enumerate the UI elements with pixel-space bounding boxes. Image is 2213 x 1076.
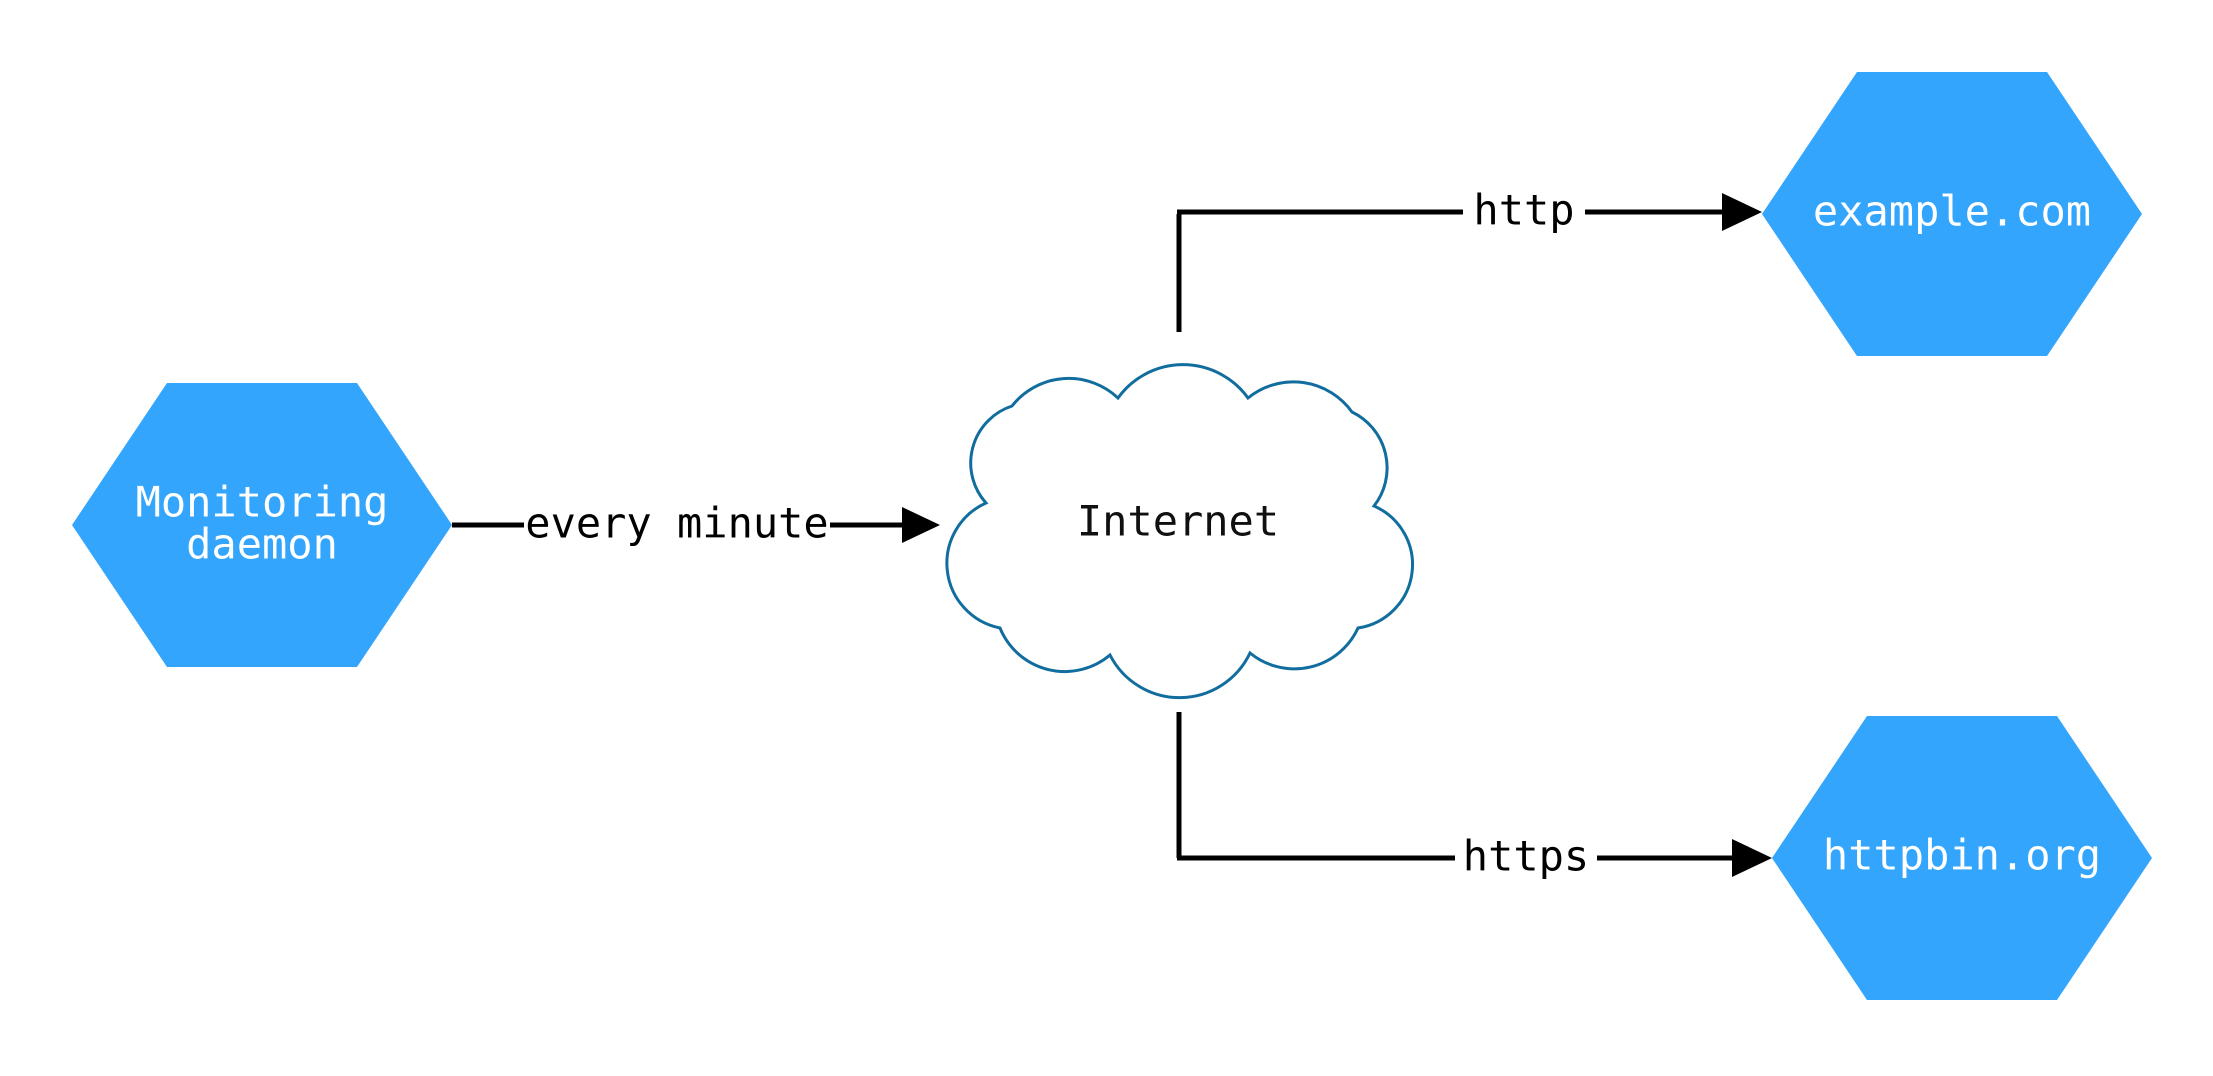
edge-daemon-to-internet: every minute bbox=[452, 499, 940, 548]
node-label-line2: daemon bbox=[186, 520, 338, 569]
node-example-com[interactable]: example.com bbox=[1762, 72, 2142, 356]
node-monitoring-daemon[interactable]: Monitoring daemon bbox=[72, 383, 452, 667]
node-label-httpbin-org: httpbin.org bbox=[1823, 831, 2101, 880]
node-internet[interactable]: Internet bbox=[945, 363, 1414, 700]
arrowhead-icon bbox=[1732, 839, 1772, 877]
edge-label-http: http bbox=[1473, 186, 1574, 235]
hexagon-shape[interactable] bbox=[1762, 72, 2142, 356]
node-label-example-com: example.com bbox=[1813, 187, 2091, 236]
hexagon-shape[interactable] bbox=[72, 383, 452, 667]
edge-label-every-minute: every minute bbox=[525, 499, 828, 548]
hexagon-shape[interactable] bbox=[1772, 716, 2152, 1000]
arrowhead-icon bbox=[902, 507, 940, 543]
edge-internet-to-httpbin: https bbox=[1176, 712, 1772, 881]
node-httpbin-org[interactable]: httpbin.org bbox=[1772, 716, 2152, 1000]
edge-internet-to-example: http bbox=[1176, 186, 1762, 332]
node-label-line1: Monitoring bbox=[136, 478, 389, 527]
arrowhead-icon bbox=[1722, 193, 1762, 231]
edge-label-https: https bbox=[1463, 832, 1589, 881]
node-label-internet: Internet bbox=[1077, 497, 1279, 546]
cloud-shape[interactable] bbox=[945, 363, 1414, 700]
